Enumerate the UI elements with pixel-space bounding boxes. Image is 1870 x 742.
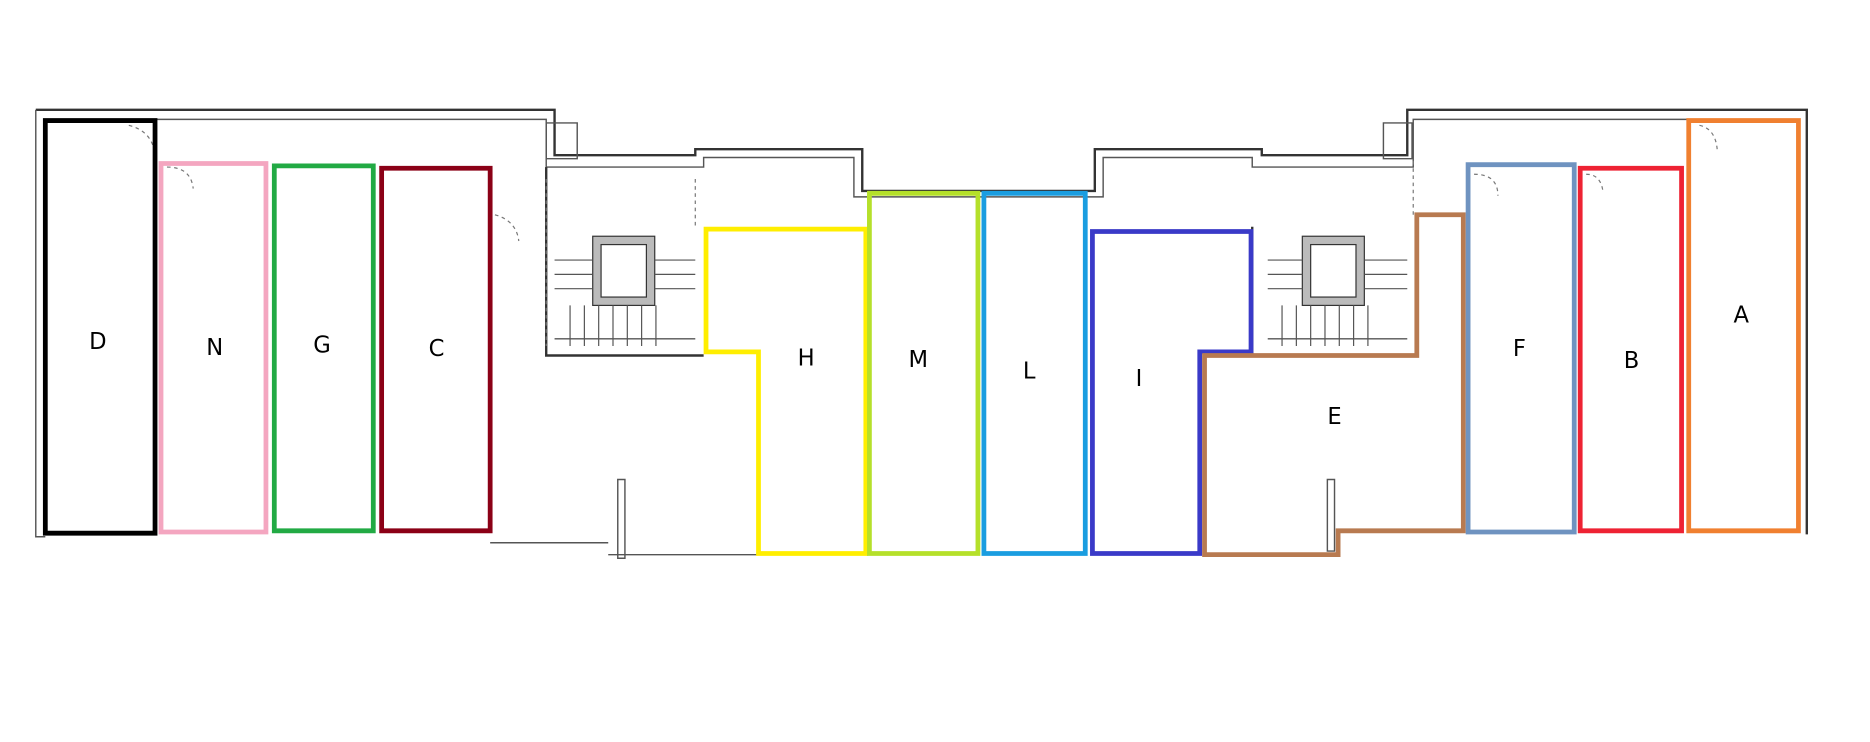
- unit-outline: [867, 190, 981, 556]
- unit-label: A: [1733, 303, 1749, 329]
- unit-l: L: [981, 190, 1088, 556]
- unit-outline: [1577, 165, 1684, 534]
- unit-label: C: [429, 336, 445, 362]
- unit-d: D: [42, 118, 158, 536]
- units: D N G C H M L I E F B A: [42, 118, 1801, 558]
- elevator-stair-left: [554, 235, 696, 346]
- unit-outline: [379, 165, 493, 534]
- unit-label: D: [89, 329, 106, 355]
- unit-g: G: [271, 163, 376, 534]
- unit-outline: [703, 226, 869, 556]
- unit-f: F: [1465, 162, 1577, 535]
- unit-label: M: [909, 347, 929, 373]
- unit-label: H: [798, 346, 815, 372]
- elevator-stair-right: [1267, 235, 1408, 346]
- unit-outline: [271, 163, 376, 534]
- unit-outline: [1686, 118, 1801, 534]
- unit-c: C: [379, 165, 493, 534]
- unit-n: N: [158, 161, 269, 535]
- unit-label: B: [1624, 348, 1640, 374]
- building-walls: [35, 108, 1808, 559]
- unit-b: B: [1577, 165, 1684, 534]
- unit-outline: [158, 161, 269, 535]
- unit-outline: [1202, 212, 1466, 558]
- unit-e: E: [1202, 212, 1466, 558]
- unit-h: H: [703, 226, 869, 556]
- unit-label: N: [206, 335, 223, 361]
- unit-outline: [981, 190, 1088, 556]
- unit-label: G: [313, 332, 331, 358]
- unit-label: L: [1023, 359, 1036, 385]
- unit-label: E: [1327, 404, 1341, 430]
- unit-label: F: [1513, 336, 1526, 362]
- unit-outline: [1090, 229, 1254, 556]
- unit-outline: [1465, 162, 1577, 535]
- unit-a: A: [1686, 118, 1801, 534]
- unit-label: I: [1136, 366, 1143, 392]
- unit-m: M: [867, 190, 981, 556]
- unit-outline: [42, 118, 158, 536]
- unit-i: I: [1090, 229, 1254, 556]
